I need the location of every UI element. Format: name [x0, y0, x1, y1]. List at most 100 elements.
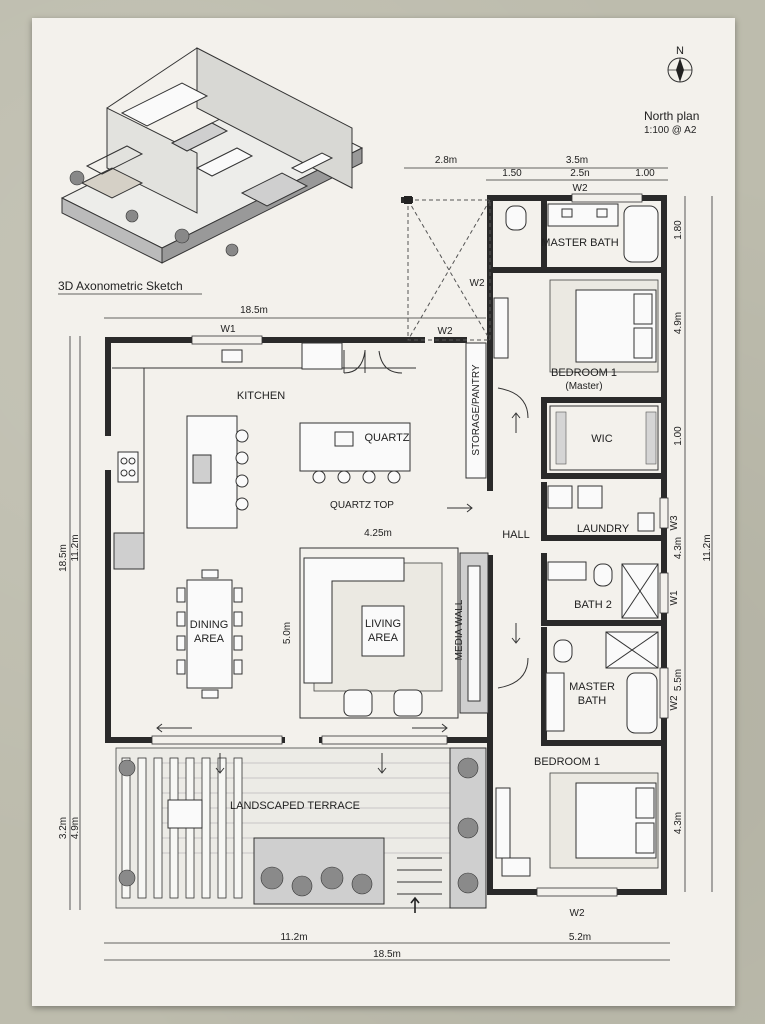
- dim-right-4.3m-upper: 4.3m: [673, 537, 684, 559]
- dim-bottom-18.5m: 18.5m: [373, 949, 401, 960]
- door-swing: [497, 387, 529, 419]
- window-label: W2: [438, 326, 453, 337]
- hall-arrow-down-icon: [511, 623, 521, 644]
- living-label-line1: LIVING: [365, 618, 401, 630]
- living-label-line2: AREA: [368, 632, 399, 644]
- flow-arrow-icon: [156, 723, 192, 733]
- laundry-label: LAUNDRY: [577, 523, 630, 535]
- bathtub-icon: [623, 205, 659, 263]
- window-label: W2: [669, 695, 680, 710]
- plan-title: North plan: [644, 109, 699, 123]
- window-label: W1: [669, 590, 680, 605]
- dim-top-3.5m: 3.5m: [566, 155, 588, 166]
- bath2-label: BATH 2: [574, 599, 612, 611]
- dim-right-4.3m-lower: 4.3m: [673, 812, 684, 834]
- media-wall-label: MEDIA WALL: [454, 599, 465, 660]
- bedroom-master-label: BEDROOM 1: [551, 367, 617, 379]
- kitchen-label: KITCHEN: [237, 390, 285, 402]
- storage-pantry-label: STORAGE/PANTRY: [471, 364, 482, 455]
- bedroom-master-sub: (Master): [565, 381, 602, 392]
- dim-bottom-11.2m: 11.2m: [280, 932, 307, 943]
- hall-label: HALL: [502, 529, 530, 541]
- quartz-top-label: QUARTZ TOP: [330, 500, 394, 511]
- mid-vanity-icon: [545, 672, 565, 732]
- dim-top-1.50: 1.50: [502, 168, 522, 179]
- master-bath-top-fixtures: [505, 203, 659, 263]
- island-cooktop-icon: [192, 454, 212, 484]
- window-label: W2: [573, 183, 588, 194]
- coffee-table: [361, 605, 405, 657]
- dim-top-2.5n: 2.5n: [570, 168, 589, 179]
- terrace-label: LANDSCAPED TERRACE: [230, 800, 360, 812]
- flow-arrow-icon: [412, 723, 448, 733]
- quartz-counter: [299, 422, 411, 472]
- north-letter: N: [676, 45, 684, 57]
- armchair: [393, 689, 423, 717]
- dim-right-11.2m: 11.2m: [702, 534, 713, 561]
- bath2-vanity-icon: [547, 561, 587, 581]
- dim-right-5.5m: 5.5m: [673, 669, 684, 691]
- window-label: W2: [470, 278, 485, 289]
- north-arrow-icon: [667, 57, 693, 83]
- bedroom1-desk-icon: [501, 857, 531, 877]
- dim-left-18.5m: 18.5m: [58, 544, 69, 572]
- dim-left-4.9m: 4.9m: [70, 817, 81, 839]
- hall-arrow-up-icon: [511, 412, 521, 433]
- flow-arrow-icon: [447, 503, 473, 513]
- dining-label-line1: DINING: [190, 619, 229, 631]
- kitchen-sink-icon: [221, 349, 243, 363]
- window-label: W1: [221, 324, 236, 335]
- window-label: W3: [669, 515, 680, 530]
- armchair: [343, 689, 373, 717]
- dim-top-2.8m: 2.8m: [435, 155, 457, 166]
- laundry-sink-icon: [637, 512, 655, 532]
- dim-living-width: 4.25m: [364, 528, 392, 539]
- dining-table: [176, 569, 243, 699]
- dryer-icon: [577, 485, 603, 509]
- bedroom1-wardrobe-icon: [495, 787, 511, 859]
- dim-bottom-5.2m: 5.2m: [569, 932, 591, 943]
- paper-sheet: N North plan 1:100 @ A2 3D Axonometric S…: [32, 18, 735, 1006]
- landscaped-terrace: [115, 747, 487, 913]
- cooktop-icon: [117, 451, 139, 483]
- dim-right-1.00: 1.00: [673, 426, 684, 446]
- dim-right-4.9m: 4.9m: [673, 312, 684, 334]
- wic-closet: [549, 405, 659, 471]
- master-bath-mid-label-2: BATH: [578, 695, 607, 707]
- mid-toilet-icon: [553, 639, 573, 663]
- dim-living-height: 5.0m: [282, 622, 293, 644]
- dim-top-18.5m: 18.5m: [240, 305, 268, 316]
- window-label: W2: [570, 908, 585, 919]
- axonometric-sketch: [60, 47, 364, 264]
- storage-pantry-unit: [465, 342, 487, 479]
- quartz-label: QUARTZ: [364, 432, 409, 444]
- window-openings: [151, 193, 669, 897]
- sketch-label: 3D Axonometric Sketch: [58, 279, 183, 293]
- bath2-toilet-icon: [593, 563, 613, 587]
- living-area-furniture: [299, 547, 489, 719]
- washer-icon: [547, 485, 573, 509]
- floor-plan-drawing: N North plan 1:100 @ A2 3D Axonometric S…: [58, 45, 713, 961]
- quartz-sink-icon: [334, 431, 354, 447]
- mid-bathtub-icon: [626, 672, 658, 734]
- door-swing: [497, 657, 529, 689]
- toilet-icon: [505, 205, 527, 231]
- master-bath-top-label: MASTER BATH: [541, 237, 618, 249]
- dim-left-11.2m: 11.2m: [70, 534, 81, 561]
- dimension-lines: [69, 167, 713, 961]
- dim-top-1.00: 1.00: [635, 168, 655, 179]
- sectional-sofa: [303, 557, 405, 684]
- master-bath-mid-label-1: MASTER: [569, 681, 615, 693]
- dining-label-line2: AREA: [194, 633, 225, 645]
- master-bedroom-furniture: [493, 279, 659, 373]
- dim-right-1.80: 1.80: [673, 220, 684, 240]
- kitchen-fixtures: [112, 342, 416, 570]
- plan-scale: 1:100 @ A2: [644, 125, 697, 136]
- dresser-icon: [493, 297, 509, 359]
- wic-label: WIC: [591, 433, 612, 445]
- fridge-icon: [301, 342, 343, 370]
- bedroom1-label: BEDROOM 1: [534, 756, 600, 768]
- dim-left-3.2m: 3.2m: [58, 817, 69, 839]
- porch-dashed-area: [404, 196, 491, 341]
- entry-arrow-icon: [410, 896, 420, 913]
